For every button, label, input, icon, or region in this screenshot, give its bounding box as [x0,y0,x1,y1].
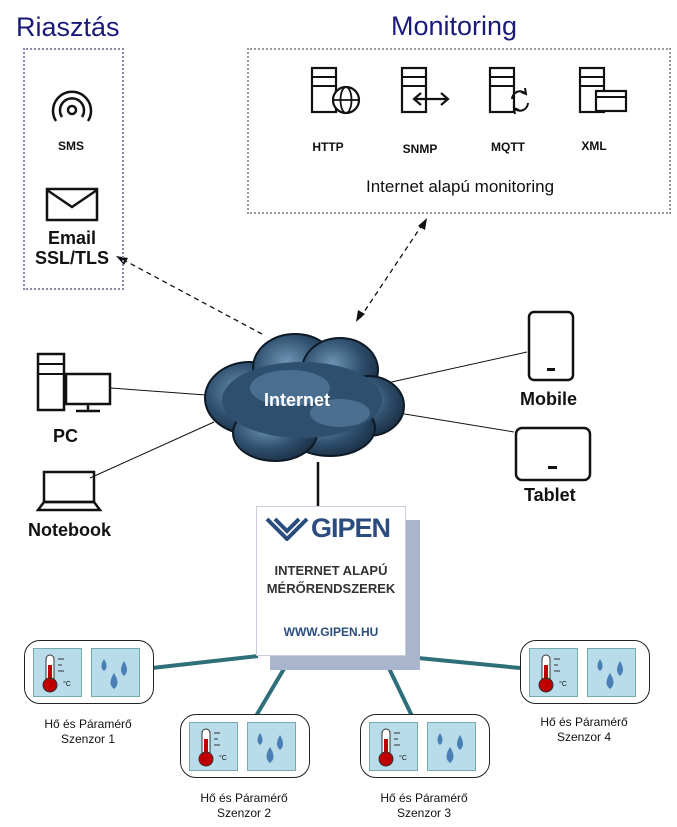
email-label-line2: SSL/TLS [34,248,109,268]
thermometer-unit: °C [399,755,407,762]
humidity-icon [587,648,636,697]
sensor-1-label-line2: Szenzor 1 [60,732,116,746]
protocol-http: HTTP [312,140,344,154]
cloud-label: Internet [264,390,331,410]
server-web-icon [310,66,361,115]
thermometer-unit: °C [559,681,567,688]
email-label-line1: Email [47,228,97,248]
sensor-1-label-line1: Hő és Páramérő [44,717,132,731]
thermometer-icon: °C [529,648,578,697]
server-sync-icon [488,66,529,115]
pc-icon [36,352,112,413]
thermometer-icon: °C [189,722,238,771]
alarm-box [23,48,124,290]
cloud-icon [204,333,405,462]
gipen-line1: INTERNET ALAPÚ [274,563,388,578]
sensor-3-label-line1: Hő és Páramérő [380,791,468,805]
sensor-3-label: Hő és Páramérő Szenzor 3 [356,791,492,821]
thermometer-unit: °C [219,755,227,762]
sensor-2-box: °C [180,714,310,778]
sensor-4-box: °C [520,640,650,704]
gipen-panel: GIPEN INTERNET ALAPÚ MÉRŐRENDSZEREK WWW.… [256,506,406,656]
monitoring-title: Monitoring [391,11,518,41]
sensor-2-label: Hő és Páramérő Szenzor 2 [176,791,312,821]
laptop-icon [36,470,102,512]
sensor-4-label-line1: Hő és Páramérő [540,715,628,729]
alarm-title: Riasztás [16,12,120,42]
thermometer-icon: °C [33,648,82,697]
gipen-url[interactable]: WWW.GIPEN.HU [283,625,379,639]
sms-label: SMS [57,139,84,153]
envelope-icon [45,187,99,222]
sensor-1-label: Hő és Páramérő Szenzor 1 [20,717,156,747]
monitoring-box [247,48,671,214]
email-label: Email SSL/TLS [22,228,122,268]
sensor-4-label: Hő és Páramérő Szenzor 4 [516,715,652,745]
thermometer-unit: °C [63,681,71,688]
sensor-4-label-line2: Szenzor 4 [556,730,612,744]
pc-label: PC [53,426,79,446]
notebook-label: Notebook [28,520,111,540]
sensor-1-box: °C [24,640,154,704]
wireless-icon [51,90,93,122]
tablet-label: Tablet [524,485,576,505]
mobile-icon [527,310,575,382]
gipen-logo-icon [265,517,309,541]
server-exchange-icon [400,66,450,114]
sensor-3-box: °C [360,714,490,778]
humidity-icon [427,722,476,771]
gipen-line2: MÉRŐRENDSZEREK [266,581,396,596]
sensor-2-label-line2: Szenzor 2 [216,806,272,820]
mobile-label: Mobile [520,389,577,409]
monitoring-caption: Internet alapú monitoring [365,177,555,196]
sensor-2-label-line1: Hő és Páramérő [200,791,288,805]
server-window-icon [578,66,628,114]
protocol-mqtt: MQTT [491,140,525,154]
thermometer-icon: °C [369,722,418,771]
sensor-3-label-line2: Szenzor 3 [396,806,452,820]
tablet-icon [514,426,592,482]
protocol-xml: XML [581,139,607,153]
gipen-logo-text: GIPEN [311,513,391,543]
protocol-snmp: SNMP [402,142,438,156]
humidity-icon [91,648,140,697]
humidity-icon [247,722,296,771]
